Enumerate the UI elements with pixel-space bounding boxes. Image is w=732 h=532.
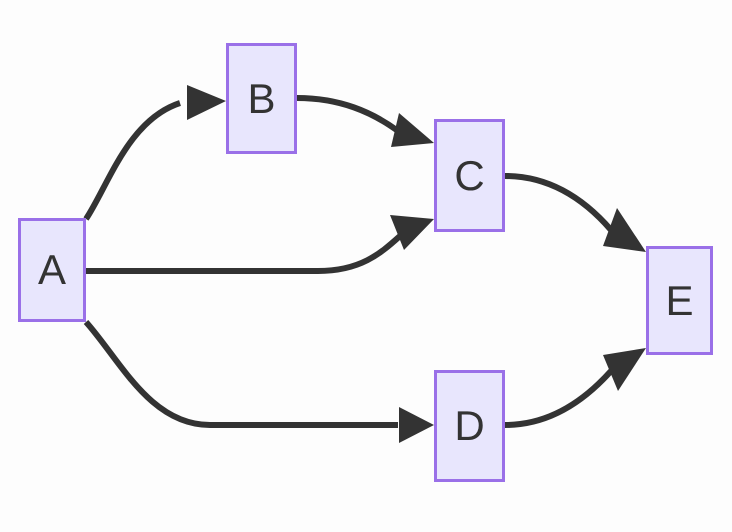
node-a-label: A xyxy=(37,246,66,293)
node-b[interactable]: B xyxy=(226,43,297,154)
node-e[interactable]: E xyxy=(646,246,713,355)
node-a[interactable]: A xyxy=(18,218,86,322)
edge-a-to-d-arrowhead xyxy=(399,407,434,443)
node-d[interactable]: D xyxy=(434,370,505,482)
edge-b-to-c xyxy=(296,95,434,147)
edge-a-to-d xyxy=(83,320,434,443)
edge-a-to-c-arrowhead xyxy=(390,215,434,250)
edge-a-to-c xyxy=(86,215,434,274)
node-e-label: E xyxy=(665,276,694,324)
edge-b-to-c-path xyxy=(296,95,400,134)
edge-a-to-d-path xyxy=(83,320,398,428)
node-b-label: B xyxy=(247,74,276,122)
edge-d-to-e xyxy=(504,348,646,428)
node-c-label: C xyxy=(454,151,485,199)
edge-c-to-e-arrowhead xyxy=(603,208,646,252)
edge-c-to-e-path xyxy=(504,173,614,232)
node-c[interactable]: C xyxy=(434,119,505,232)
edge-a-to-b-path xyxy=(83,100,181,221)
edge-a-to-b-arrowhead xyxy=(187,85,226,120)
edge-d-to-e-arrowhead xyxy=(603,348,646,391)
edge-c-to-e xyxy=(504,173,646,252)
edge-a-to-c-path xyxy=(86,233,403,274)
edge-b-to-c-arrowhead xyxy=(391,113,434,147)
edge-a-to-b xyxy=(83,85,226,221)
node-d-label: D xyxy=(454,402,485,449)
edge-d-to-e-path xyxy=(504,368,614,428)
